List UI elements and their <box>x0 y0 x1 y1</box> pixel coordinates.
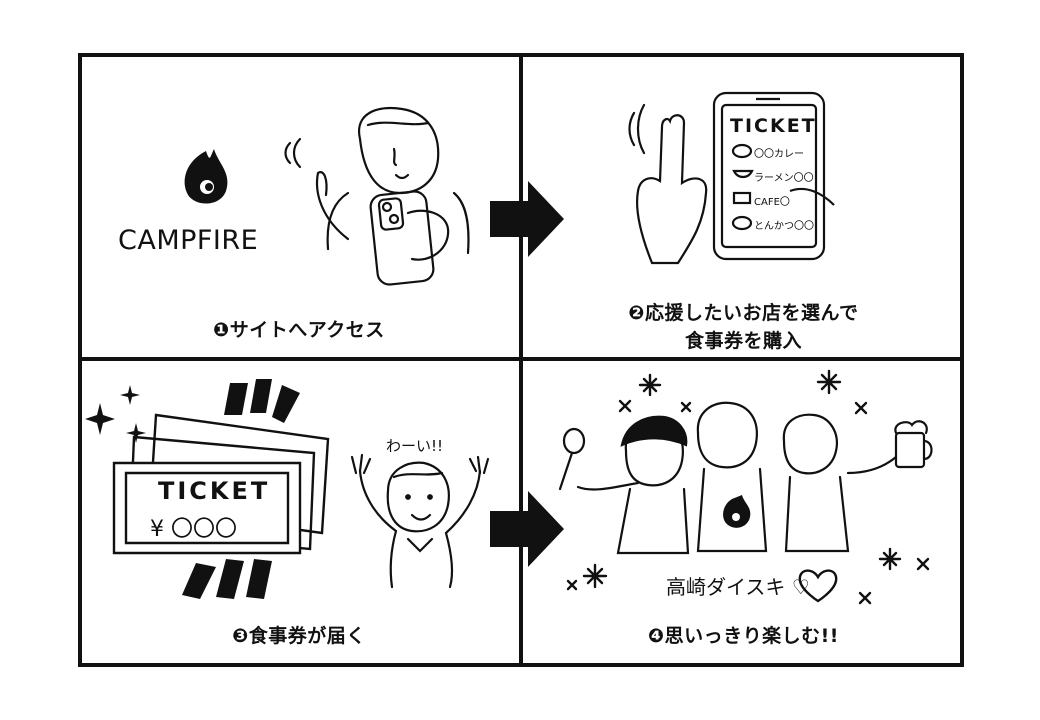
pointing-hand-illustration <box>628 103 708 265</box>
impact-marks <box>182 379 300 599</box>
step2-caption: ❷応援したいお店を選んで 食事券を購入 <box>523 299 964 355</box>
arrow-right-icon <box>490 181 564 257</box>
step2-caption-line2: 食事券を購入 <box>684 330 802 352</box>
takasaki-banner: 高崎ダイスキ ♡ <box>666 575 810 599</box>
three-friends-illustration <box>558 401 933 555</box>
menu-item-tonkatsu: とんかつ〇〇 <box>754 221 814 232</box>
campfire-wordmark: CAMPFIRE <box>118 225 259 256</box>
person-with-phone-illustration <box>284 107 470 286</box>
campfire-logo: CAMPFIRE <box>118 225 258 256</box>
phone-ticket-title: TICKET <box>730 115 817 137</box>
campfire-flame-icon <box>184 149 228 204</box>
sparkle-icon <box>566 369 930 605</box>
flow-diagram: CAMPFIRE ❶サイトへアクセス TICKET 〇〇カレー ラーメン〇〇 C… <box>78 53 964 667</box>
step4-caption: ❹思いっきり楽しむ!! <box>648 625 839 647</box>
ticket-title: TICKET <box>158 477 271 505</box>
panel-grid <box>78 53 964 667</box>
menu-item-ramen: ラーメン〇〇 <box>754 173 814 184</box>
shirt-flame-icon <box>723 495 751 528</box>
ticket-price: ¥ 〇〇〇 <box>150 517 237 542</box>
sparkle-icon <box>85 385 146 443</box>
menu-item-curry: 〇〇カレー <box>754 149 804 160</box>
cheer-text: わーい!! <box>386 437 444 455</box>
step1-caption: ❶サイトへアクセス <box>213 319 385 341</box>
ticket-stack-illustration <box>112 413 330 555</box>
heart-icon <box>798 569 838 603</box>
cheering-person-illustration <box>350 453 490 589</box>
smartphone-illustration <box>712 91 835 261</box>
step3-caption: ❸食事券が届く <box>232 625 366 647</box>
menu-item-cafe: CAFE〇 <box>754 197 790 208</box>
step2-caption-line1: ❷応援したいお店を選んで <box>628 302 859 324</box>
arrow-right-icon <box>490 491 564 567</box>
